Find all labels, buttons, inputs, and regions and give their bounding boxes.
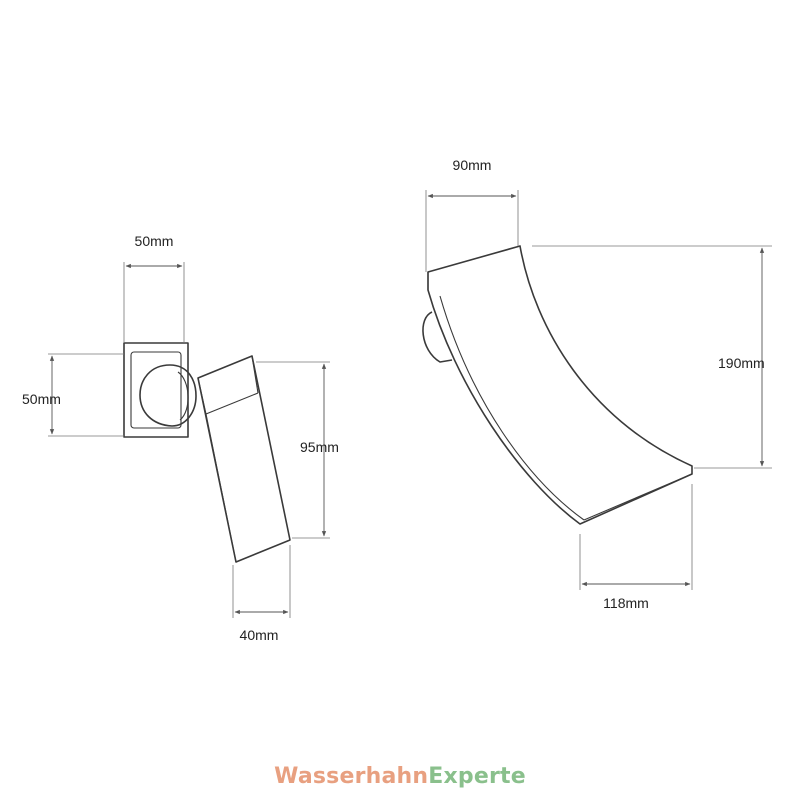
spout-drawing xyxy=(422,245,693,525)
dimension-label-mixer-width: 50mm xyxy=(135,233,174,249)
dimension-mixer-width: 50mm xyxy=(123,233,185,343)
watermark-part-2: Experte xyxy=(428,764,526,789)
dimension-label-handle-bottom-width: 40mm xyxy=(240,627,279,643)
dimension-handle-height: 95mm xyxy=(256,361,339,539)
mixer-drawing xyxy=(123,342,291,563)
mixer-wall-plate xyxy=(123,342,189,438)
dimension-spout-bottom-width: 118mm xyxy=(579,484,693,611)
spout-wall-mount xyxy=(422,311,453,363)
mixer-lever-handle xyxy=(197,355,291,563)
dimension-label-spout-bottom-width: 118mm xyxy=(603,595,649,611)
watermark-part-1: Wasserhahn xyxy=(274,764,429,789)
spout-body xyxy=(427,245,693,525)
dimension-label-spout-height: 190mm xyxy=(718,355,765,371)
dimension-handle-bottom-width: 40mm xyxy=(232,545,291,643)
mixer-cartridge xyxy=(139,364,197,427)
dimension-label-handle-height: 95mm xyxy=(300,439,339,455)
dimension-spout-top-width: 90mm xyxy=(425,157,519,272)
dimension-mixer-height: 50mm xyxy=(22,353,124,437)
dimension-label-spout-top-width: 90mm xyxy=(453,157,492,173)
dimension-label-mixer-height: 50mm xyxy=(22,391,61,407)
dimension-spout-height: 190mm xyxy=(532,245,772,469)
watermark-logo: WasserhahnExperte xyxy=(0,764,800,789)
